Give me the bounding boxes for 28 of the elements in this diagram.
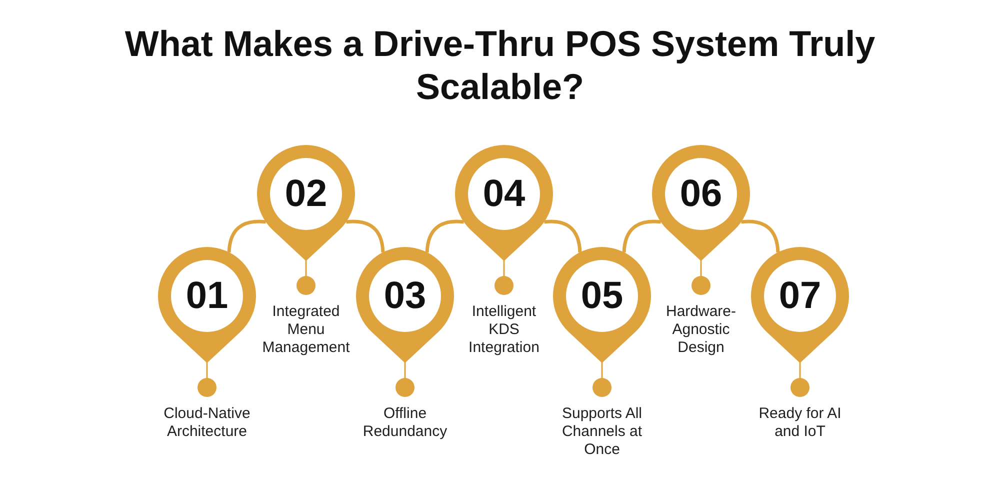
map-pin <box>455 145 553 261</box>
step-description: Supports All Channels at Once <box>560 405 644 459</box>
connector-arc <box>346 220 385 253</box>
step-description: Integrated Menu Management <box>261 303 351 357</box>
map-pin <box>356 247 454 363</box>
map-pin <box>652 145 750 261</box>
step-description: Cloud-Native Architecture <box>162 405 252 441</box>
connector-arc <box>622 220 661 253</box>
step-number: 01 <box>186 276 228 316</box>
step-number: 02 <box>284 174 328 214</box>
step-number: 03 <box>384 276 426 316</box>
map-pin <box>751 247 849 363</box>
connector-arc <box>544 220 582 253</box>
step-description: Ready for AI and IoT <box>758 405 842 441</box>
connector-arc <box>227 220 266 253</box>
connector-arc <box>741 220 780 253</box>
title: What Makes a Drive-Thru POS System Truly Scalable? <box>124 22 876 108</box>
step-number: 04 <box>482 174 526 214</box>
map-pin <box>257 145 355 261</box>
map-pin <box>553 247 651 363</box>
step-number: 07 <box>778 276 822 316</box>
step-number: 05 <box>580 276 624 316</box>
step-description: Offline Redundancy <box>362 405 448 441</box>
step-number: 06 <box>680 174 722 214</box>
step-description: Intelligent KDS Integration <box>468 303 540 357</box>
step-description: Hardware-Agnostic Design <box>664 303 738 357</box>
connector-arc <box>425 220 464 253</box>
map-pin <box>158 247 256 363</box>
